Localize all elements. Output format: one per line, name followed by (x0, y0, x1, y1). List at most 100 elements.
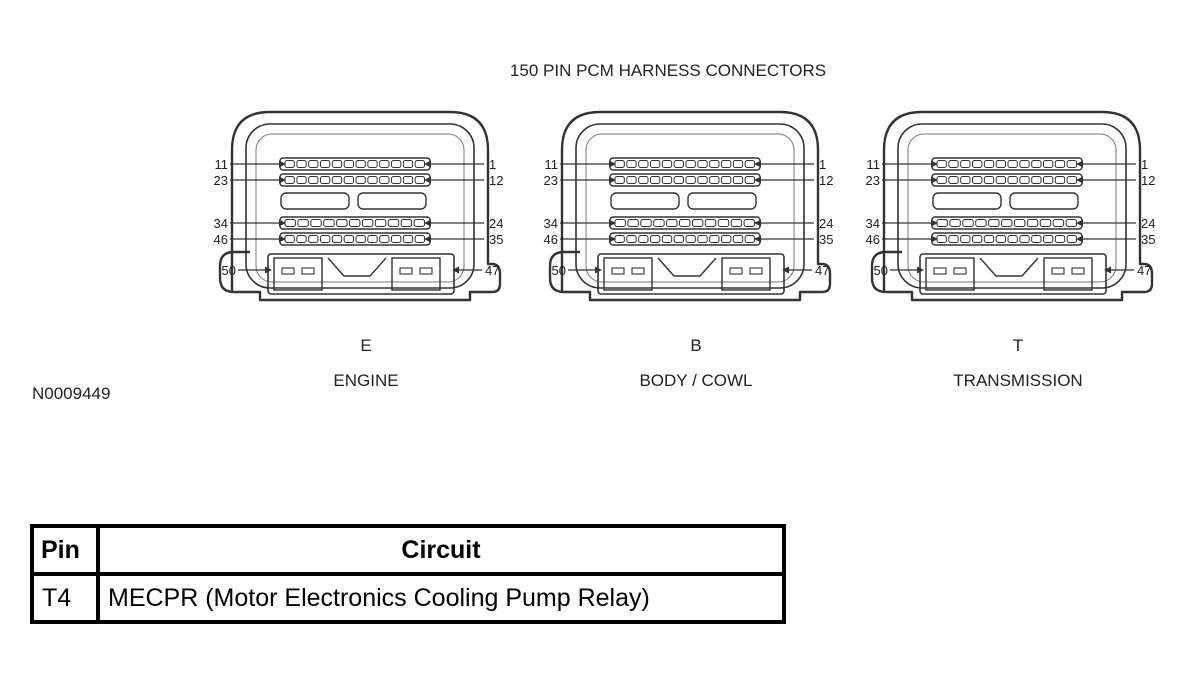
connector-inner-outline (575, 123, 805, 289)
pin-cavity (402, 176, 414, 184)
power-cavity (925, 257, 975, 291)
connector-inner-outline (585, 133, 795, 283)
pin-cavity (650, 160, 661, 168)
pin-cavity (331, 176, 343, 184)
pin-cavity (1039, 219, 1052, 227)
pin-cavity (320, 176, 331, 184)
arrowhead (1076, 219, 1083, 227)
pin-cavity (1007, 160, 1018, 168)
pin-label-23: 23 (866, 173, 880, 188)
arrowhead (279, 160, 286, 168)
pin-cavity (1031, 176, 1042, 184)
connector-inner-outline (255, 133, 465, 283)
pin-cavity (972, 176, 983, 184)
pin-cavity (732, 176, 744, 184)
pin-cavity (638, 160, 649, 168)
pin-cavity (331, 160, 343, 168)
arrowhead (1104, 266, 1111, 274)
connector-housing (548, 110, 832, 302)
pin-cavity (685, 235, 696, 243)
connector-letter: T (1013, 336, 1023, 355)
pin-cavity (1007, 235, 1018, 243)
pin-cavity (673, 176, 685, 184)
key-slot (610, 192, 680, 210)
pin-label-50: 50 (552, 263, 566, 278)
arrowhead (424, 176, 431, 184)
pin-cavity (308, 235, 319, 243)
pin-label-47: 47 (485, 263, 499, 278)
power-cavity (1043, 257, 1093, 291)
pin-cavity (367, 176, 378, 184)
terminal (1051, 267, 1065, 275)
center-key (327, 257, 387, 277)
pin-cavity (661, 176, 673, 184)
pin-cavity (948, 235, 959, 243)
pin-cavity (1019, 235, 1030, 243)
power-cavity (273, 257, 323, 291)
pin-label-46: 46 (866, 232, 880, 247)
pin-cavity (721, 160, 732, 168)
pin-cavity (697, 176, 708, 184)
pin-cavity (297, 219, 309, 227)
pin-label-12: 12 (819, 173, 833, 188)
pin-cavity (296, 176, 307, 184)
arrowhead (452, 266, 459, 274)
arrowhead (265, 266, 272, 274)
pin-row (609, 216, 761, 230)
pin-cavity (296, 160, 307, 168)
pin-cavity (697, 235, 708, 243)
connector-letter: B (690, 336, 701, 355)
pin-cavity (995, 160, 1007, 168)
pin-cavity (367, 160, 378, 168)
pin-cavity (721, 176, 732, 184)
pin-cavity (343, 160, 354, 168)
pin-cavity (361, 219, 374, 227)
pin-cavity (732, 235, 744, 243)
arrowhead (609, 219, 616, 227)
pin-cavity (960, 176, 971, 184)
pin-cavity (1031, 235, 1042, 243)
pin-cavity (721, 235, 732, 243)
pin-cavity (960, 160, 971, 168)
terminal (1071, 267, 1085, 275)
pin-cavity (374, 219, 387, 227)
pin-cavity (343, 176, 354, 184)
arrowhead (931, 160, 938, 168)
pin-cavity (320, 160, 331, 168)
pin-cavity (331, 235, 343, 243)
pin-row (279, 173, 431, 187)
pin-cavity (709, 176, 720, 184)
pin-label-23: 23 (544, 173, 558, 188)
terminal (301, 267, 315, 275)
pin-cavity (697, 160, 708, 168)
pin-cavity (626, 235, 637, 243)
pin-cavity (685, 176, 696, 184)
pin-cavity (1019, 176, 1030, 184)
pin-row (931, 232, 1083, 246)
terminal (729, 267, 743, 275)
arrowhead (279, 219, 286, 227)
pin-cavity (650, 176, 661, 184)
figure-id: N0009449 (32, 384, 110, 403)
circuit-cell: MECPR (Motor Electronics Cooling Pump Re… (96, 572, 786, 624)
terminal (749, 267, 763, 275)
power-cavity (391, 257, 441, 291)
pin-label-34: 34 (214, 216, 228, 231)
pin-cavity (1052, 219, 1065, 227)
pin-cavity (640, 219, 652, 227)
pin-cavity (709, 235, 720, 243)
pin-cavity (387, 219, 400, 227)
pin-label-1: 1 (489, 157, 496, 172)
pin-cavity (988, 219, 1000, 227)
pin-cavity (296, 235, 307, 243)
arrowhead (1076, 235, 1083, 243)
arrowhead (782, 266, 789, 274)
pin-cavity (983, 160, 995, 168)
key-slot (357, 192, 427, 210)
pin-cavity (402, 160, 414, 168)
arrowhead (754, 219, 761, 227)
pin-circuit-table: Pin Circuit T4 MECPR (Motor Electronics … (30, 524, 786, 624)
arrowhead (424, 235, 431, 243)
pin-cavity (704, 219, 717, 227)
